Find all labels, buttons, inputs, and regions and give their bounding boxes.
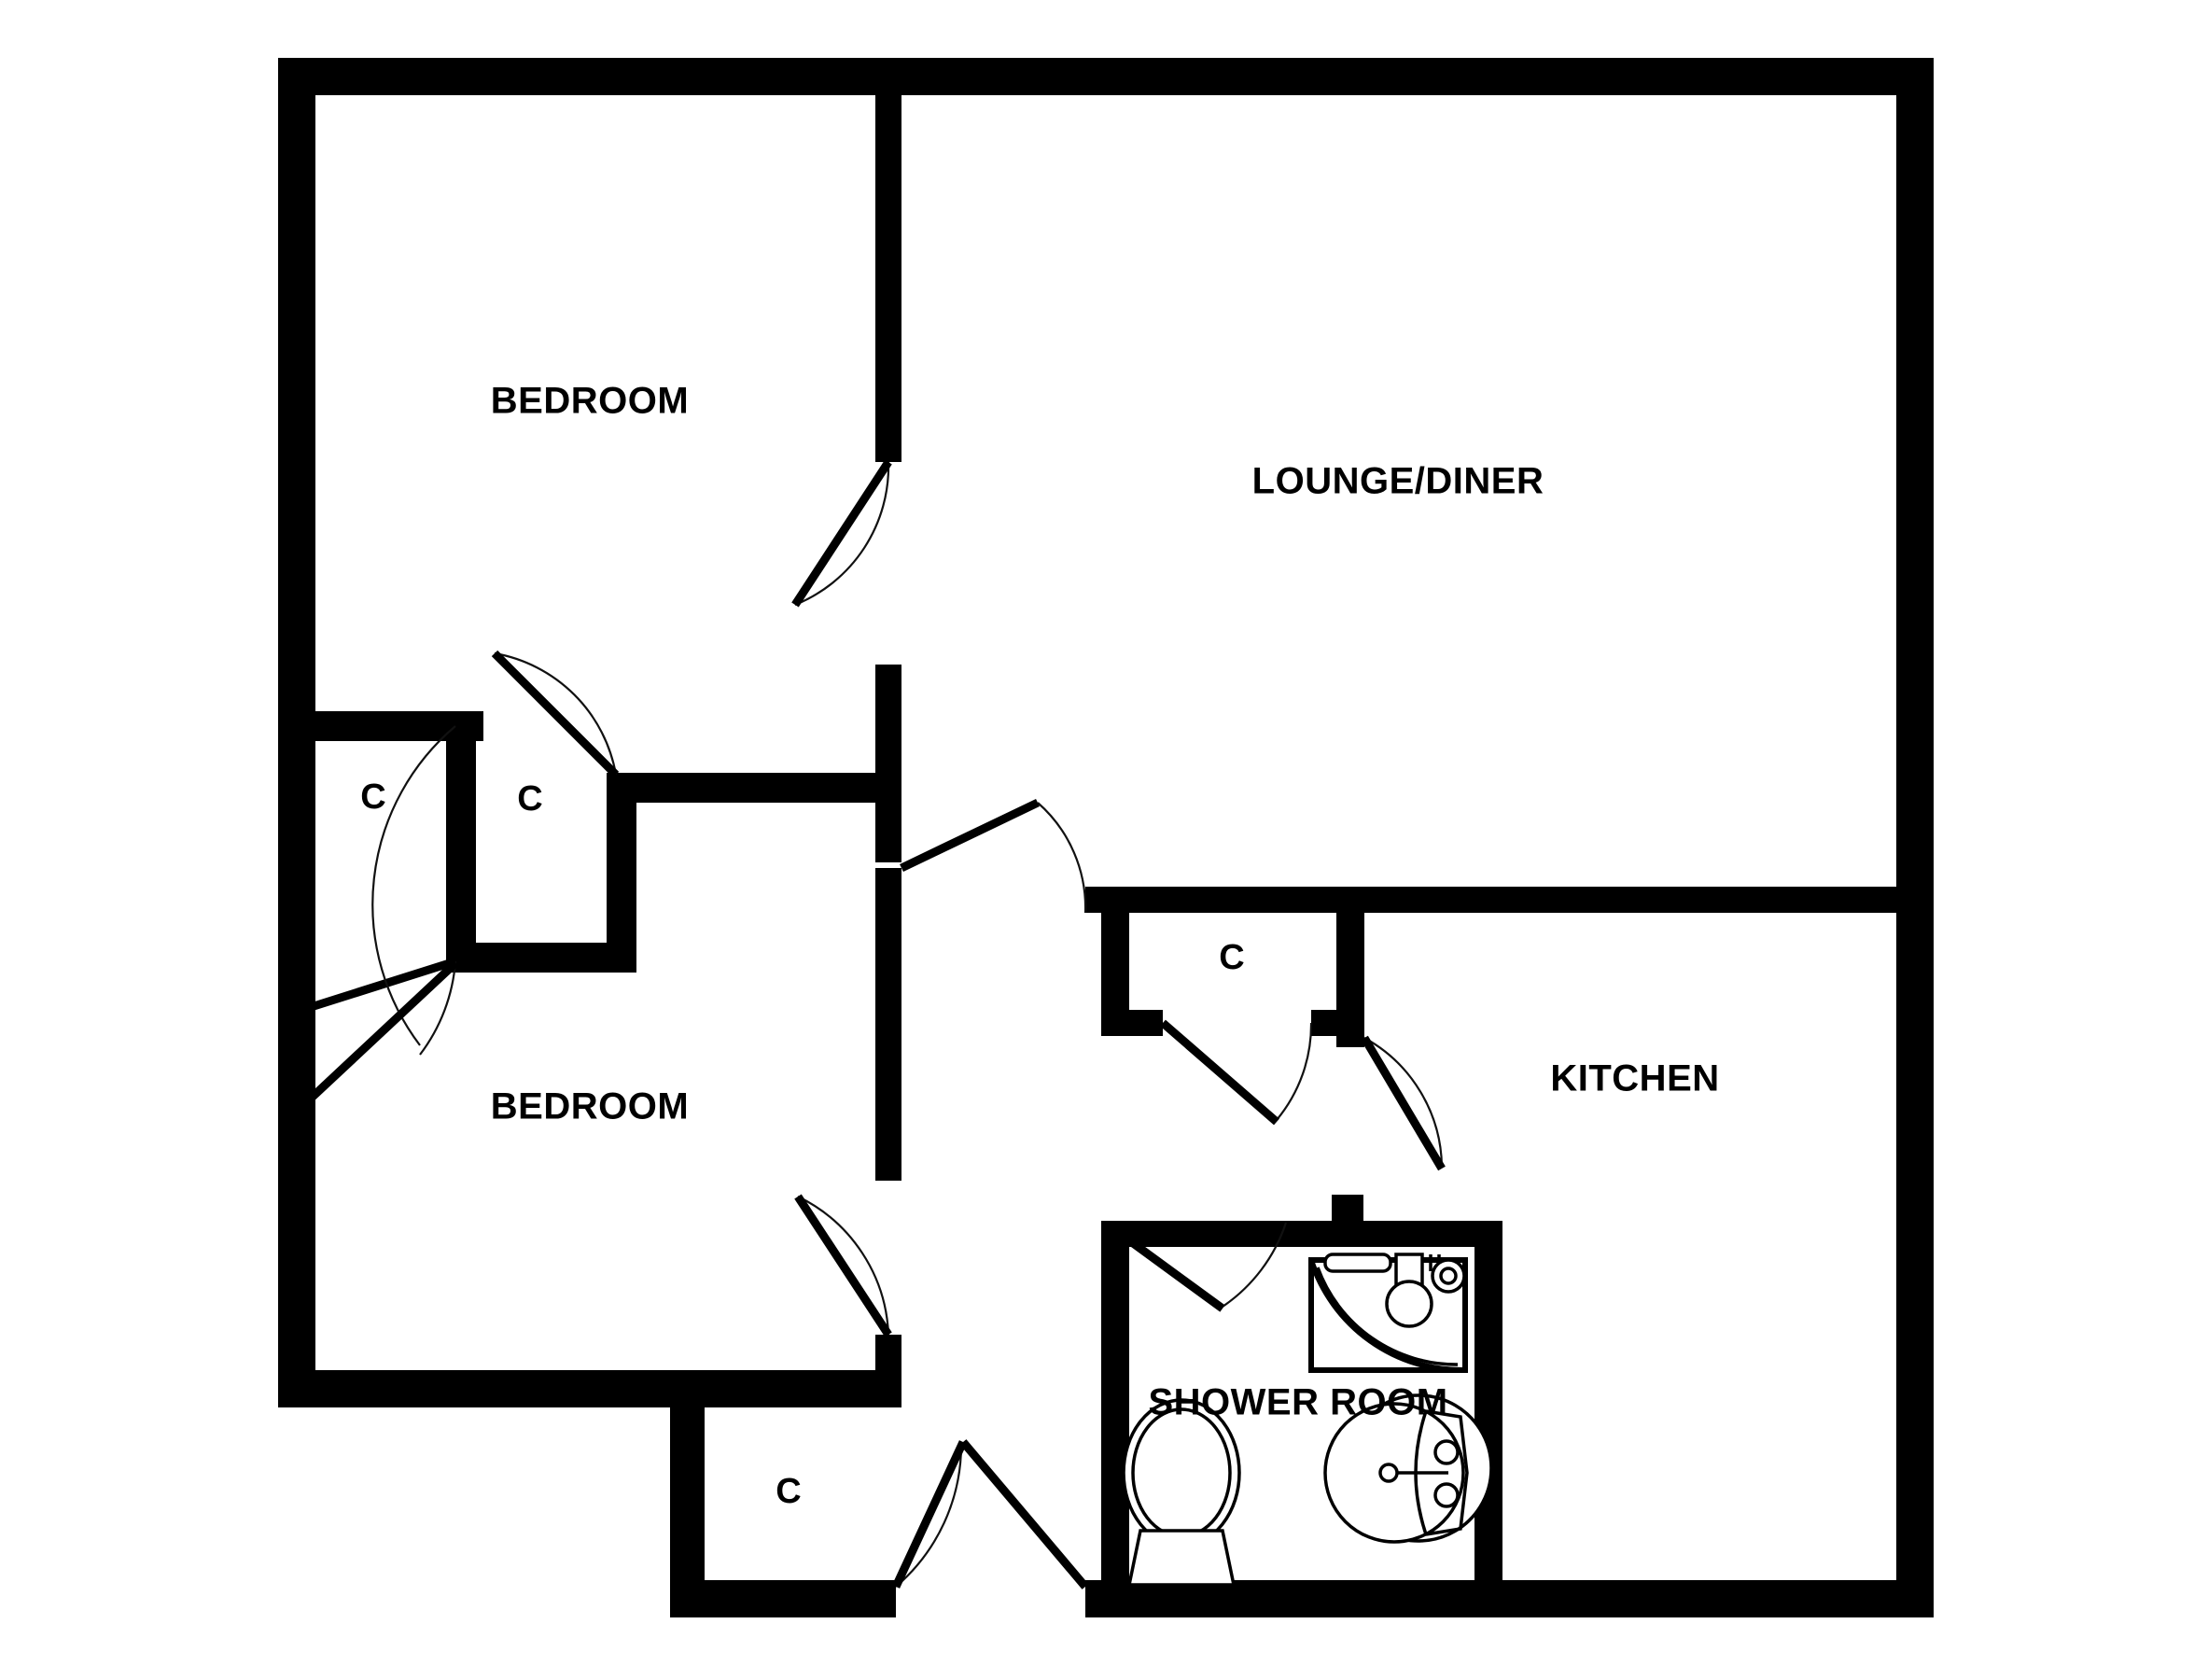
wall-bedroom-bottom-hall-divider xyxy=(875,868,901,1181)
wall-cupboard-top-divider xyxy=(446,711,476,965)
cupboard-label-bedroom-top-right: C xyxy=(517,779,542,819)
room-label-shower-room: SHOWER ROOM xyxy=(1148,1382,1447,1423)
door-bedroom-top[interactable] xyxy=(791,459,892,608)
room-label-kitchen: KITCHEN xyxy=(1550,1058,1719,1099)
wall-cupboard-top-right-east xyxy=(607,773,636,973)
room-label-bedroom-top: BEDROOM xyxy=(491,381,689,422)
door-cupboard-top-left[interactable] xyxy=(306,957,457,1056)
shower-drain-icon xyxy=(1431,1258,1466,1294)
door-cupboard-bottom[interactable] xyxy=(891,1440,968,1589)
wall-cupboard-top-right-north xyxy=(607,773,896,803)
wall-exterior-right xyxy=(1896,58,1934,1617)
walls-group xyxy=(278,58,1934,1617)
toilet-icon xyxy=(1122,1398,1241,1587)
wall-shower-room-north xyxy=(1101,1221,1502,1247)
wall-lounge-kitchen-divider xyxy=(1085,887,1934,913)
room-label-bedroom-bottom: BEDROOM xyxy=(491,1086,689,1127)
cupboard-label-hall: C xyxy=(1219,938,1244,977)
door-kitchen[interactable] xyxy=(1361,1035,1446,1171)
wall-shower-room-east xyxy=(1474,1221,1502,1617)
wall-exterior-bottom-left xyxy=(670,1580,896,1617)
wall-bottom-cupboard-left xyxy=(670,1370,705,1617)
cupboard-label-bedroom-top-left: C xyxy=(360,777,385,817)
door-cupboard-top-left-lower[interactable] xyxy=(309,725,459,1100)
cupboard-label-bottom: C xyxy=(776,1472,801,1511)
fixtures-group xyxy=(1122,1253,1493,1587)
wall-exterior-left xyxy=(278,58,315,1407)
wall-cupboard-top-right-south xyxy=(446,943,636,973)
door-hall-to-lounge[interactable] xyxy=(900,798,1087,914)
labels-group: BEDROOM LOUNGE/DINER BEDROOM KITCHEN SHO… xyxy=(360,381,1719,1511)
door-shower-room[interactable] xyxy=(1112,1222,1288,1312)
wall-bedroom-top-lounge-divider xyxy=(875,58,901,462)
wall-hall-cupboard-south-right xyxy=(1311,1010,1364,1036)
doors-group xyxy=(306,459,1446,1589)
wall-exterior-top xyxy=(278,58,1934,95)
room-label-lounge-diner: LOUNGE/DINER xyxy=(1252,461,1544,502)
wall-bottom-cupboard-north xyxy=(670,1370,901,1407)
wall-shower-room-door-stub xyxy=(1332,1195,1363,1223)
wash-basin-icon xyxy=(1323,1393,1493,1544)
door-entrance-hall[interactable] xyxy=(959,1439,1089,1589)
door-bedroom-bottom[interactable] xyxy=(794,1194,892,1337)
wall-hall-divider-upper xyxy=(875,665,901,862)
wall-shower-room-west xyxy=(1101,1221,1129,1617)
door-cupboard-top-right[interactable] xyxy=(491,650,620,778)
wall-hall-cupboard-south-left xyxy=(1101,1010,1163,1036)
shower-head-icon xyxy=(1323,1253,1441,1328)
wall-bedroom-bottom-south xyxy=(278,1370,705,1407)
door-cupboard-hall[interactable] xyxy=(1160,1019,1313,1126)
